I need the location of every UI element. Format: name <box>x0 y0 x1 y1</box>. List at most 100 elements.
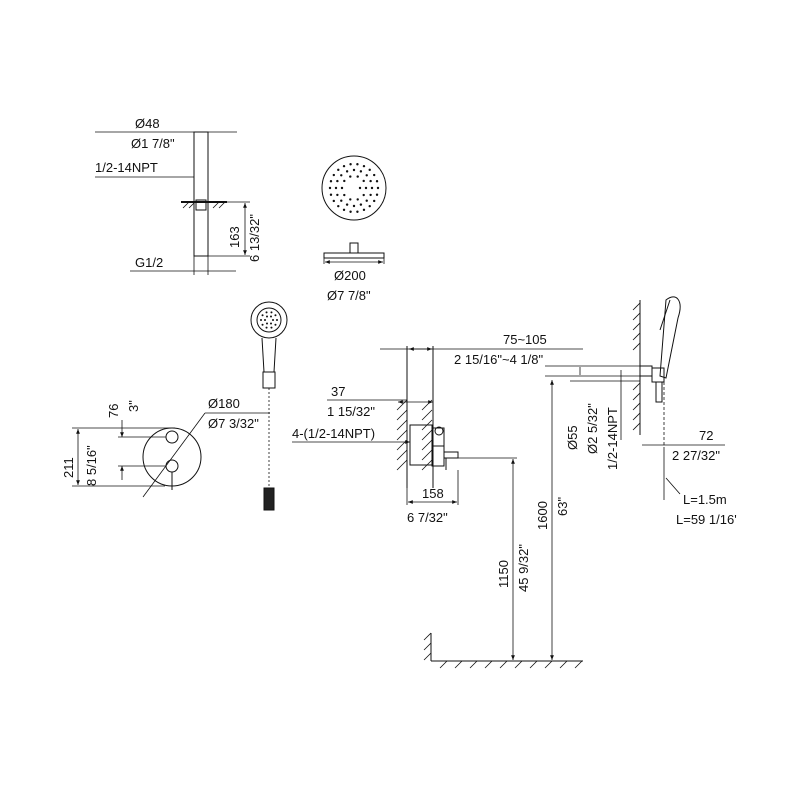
nozzle-dot <box>349 210 352 213</box>
nozzle-dot <box>342 164 346 168</box>
nozzle-dot <box>356 198 359 201</box>
nozzle-dot <box>356 175 359 178</box>
trim-height-mm-label: 211 <box>61 457 76 478</box>
nozzle-dot <box>356 210 359 213</box>
nozzle-dot <box>368 168 371 172</box>
nozzle-dot <box>352 204 356 208</box>
nozzle-dot <box>349 175 352 178</box>
nozzle-dot <box>342 208 346 212</box>
nozzle-dot <box>375 193 379 196</box>
handshower-nozzle-dot <box>264 319 266 321</box>
handshower-nozzle-dot <box>260 319 262 321</box>
nozzle-dot <box>343 193 346 197</box>
trim-plate-view: 211 8 5/16" 76 3" Ø180 Ø7 3/32" <box>61 396 270 498</box>
holder-offset-mm-label: 72 <box>699 428 713 443</box>
handshower-nozzle-dot <box>265 311 268 314</box>
nozzle-dot <box>370 186 374 190</box>
holder-offset-in-label: 2 27/32" <box>672 448 720 463</box>
handshower-nozzle-dot <box>270 322 272 325</box>
arm-thread-top-label: 1/2-14NPT <box>95 160 158 175</box>
nozzle-dot <box>340 199 343 202</box>
holder-dia-in-label: Ø2 5/32" <box>585 403 600 454</box>
showerhead-view: Ø200 Ø7 7/8" <box>321 155 387 303</box>
holder-dia-mm-label: Ø55 <box>565 425 580 450</box>
handshower-nozzle-dot <box>266 315 268 318</box>
valve-height-in-label: 45 9/32" <box>516 544 531 592</box>
arm-dia-in-label: Ø1 7/8" <box>131 136 175 151</box>
nozzle-dot <box>349 163 352 166</box>
trim-height-in-label: 8 5/16" <box>84 445 99 486</box>
showerhead-dia-in-label: Ø7 7/8" <box>327 288 371 303</box>
valve-section-view: 37 1 15/32" 4-(1/2-14NPT) 158 6 7/32" 75… <box>292 332 583 525</box>
valve-depth-in-label: 6 7/32" <box>407 510 448 525</box>
handshower-nozzle-dot <box>265 326 268 329</box>
nozzle-dot <box>362 179 365 183</box>
nozzle-dot <box>337 204 340 208</box>
nozzle-dot <box>372 199 376 203</box>
valve-inlets-label: 4-(1/2-14NPT) <box>292 426 375 441</box>
nozzle-dot <box>328 186 332 190</box>
nozzle-dot <box>332 173 336 177</box>
handshower-nozzle-dot <box>270 326 273 329</box>
nozzle-dot <box>359 203 363 206</box>
arm-thread-bottom-label: G1/2 <box>135 255 163 270</box>
nozzle-dot <box>362 208 366 212</box>
nozzle-dot <box>368 204 371 208</box>
nozzle-dot <box>352 168 356 172</box>
arm-length-mm-label: 163 <box>227 226 242 248</box>
handshower-nozzle-dot <box>261 323 264 326</box>
nozzle-dot <box>365 199 368 202</box>
nozzle-dot <box>376 186 380 190</box>
handshower-holder-view: Ø55 Ø2 5/32" 1/2-14NPT 72 2 27/32" L=1.5… <box>545 296 737 527</box>
nozzle-dot <box>356 163 359 166</box>
arm-height-mm-label: 1600 <box>535 501 550 530</box>
nozzle-dot <box>365 174 368 177</box>
hose-length-mm-label: L=1.5m <box>683 492 727 507</box>
handshower-nozzle-dot <box>274 323 277 326</box>
handshower-nozzle-dot <box>261 314 264 317</box>
nozzle-dot <box>345 170 349 173</box>
handshower-nozzle-dot <box>270 311 273 314</box>
nozzle-dot <box>358 186 362 190</box>
valve-depth-mm-label: 158 <box>422 486 444 501</box>
nozzle-dot <box>362 193 365 197</box>
arm-dia-mm-label: Ø48 <box>135 116 160 131</box>
nozzle-dot <box>334 186 338 190</box>
nozzle-dot <box>340 174 343 177</box>
nozzle-dot <box>375 180 379 183</box>
showerhead-face <box>321 155 387 221</box>
hose-length-in-label: L=59 1/16' <box>676 512 737 527</box>
nozzle-dot <box>362 164 366 168</box>
valve-height-mm-label: 1150 <box>496 560 511 588</box>
nozzle-dot <box>369 193 372 197</box>
nozzle-dot <box>337 168 340 172</box>
trim-spacing-mm-label: 76 <box>106 404 121 418</box>
wall-range-mm-label: 75~105 <box>503 332 547 347</box>
handshower-view <box>250 301 288 511</box>
arm-height-in-label: 63" <box>555 497 570 516</box>
nozzle-dot <box>369 179 372 183</box>
handshower-nozzle-dot <box>270 315 272 318</box>
showerhead-nozzles <box>328 163 380 213</box>
nozzle-dot <box>332 199 336 203</box>
handshower-nozzle-dot <box>274 314 277 317</box>
nozzle-dot <box>343 179 346 183</box>
valve-recess-mm-label: 37 <box>331 384 345 399</box>
handshower-nozzle-dot <box>272 319 274 321</box>
nozzle-dot <box>336 179 339 183</box>
nozzle-dot <box>340 186 344 190</box>
nozzle-dot <box>329 193 333 196</box>
nozzle-dot <box>349 198 352 201</box>
handshower-nozzles <box>260 311 278 329</box>
trim-dia-mm-label: Ø180 <box>208 396 240 411</box>
nozzle-dot <box>372 173 376 177</box>
nozzle-dot <box>336 193 339 197</box>
trim-spacing-in-label: 3" <box>126 400 141 412</box>
holder-thread-label: 1/2-14NPT <box>605 407 620 470</box>
arm-length-in-label: 6 13/32" <box>247 214 262 262</box>
valve-recess-in-label: 1 15/32" <box>327 404 375 419</box>
handshower-nozzle-dot <box>266 322 268 325</box>
showerhead-dia-mm-label: Ø200 <box>334 268 366 283</box>
